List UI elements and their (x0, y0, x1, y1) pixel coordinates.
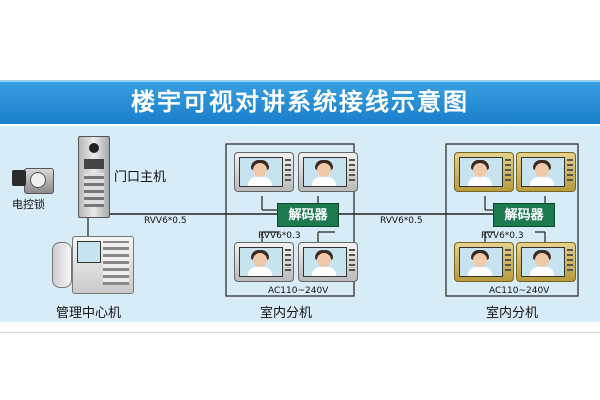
door-station (78, 136, 110, 218)
monitor-buttons-icon (285, 159, 291, 183)
indoor-label-left: 室内分机 (260, 306, 313, 321)
monitor-buttons-icon (505, 159, 511, 183)
decoder-left: 解码器 (277, 203, 339, 227)
diagram-title: 楼宇可视对讲系统接线示意图 (131, 88, 469, 116)
keypad-icon (84, 173, 104, 207)
lock-plate-icon (12, 170, 26, 186)
power-label-right: AC110~240V (489, 286, 550, 296)
indoor-monitor (298, 152, 358, 192)
indoor-monitor (234, 242, 294, 282)
cable-label-main-right: RVV6*0.5 (380, 216, 423, 226)
monitor-buttons-icon (285, 249, 291, 273)
console-body-icon (72, 236, 134, 294)
monitor-screen (521, 247, 565, 277)
monitor-screen (303, 247, 347, 277)
display-icon (84, 159, 104, 169)
indoor-monitor (234, 152, 294, 192)
cable-label-decoder-right: RVV6*0.3 (481, 231, 524, 241)
monitor-screen (459, 157, 503, 187)
monitor-screen (239, 247, 283, 277)
indoor-monitor (298, 242, 358, 282)
electric-lock (10, 162, 54, 194)
indoor-monitor (516, 242, 576, 282)
console-keypad-icon (103, 241, 129, 285)
monitor-screen (459, 247, 503, 277)
management-label: 管理中心机 (56, 306, 122, 321)
handset-icon (52, 242, 72, 288)
cable-label-main-left: RVV6*0.5 (144, 216, 187, 226)
monitor-buttons-icon (505, 249, 511, 273)
monitor-buttons-icon (567, 159, 573, 183)
console-screen-icon (77, 241, 101, 263)
indoor-label-right: 室内分机 (486, 306, 539, 321)
lock-cylinder-icon (30, 172, 46, 188)
camera-icon (89, 143, 99, 153)
door-station-label: 门口主机 (114, 170, 167, 185)
indoor-group-frame-left (225, 143, 355, 297)
monitor-buttons-icon (567, 249, 573, 273)
indoor-monitor (454, 152, 514, 192)
indoor-group-frame-right (445, 143, 579, 297)
monitor-screen (303, 157, 347, 187)
monitor-screen (239, 157, 283, 187)
decoder-right: 解码器 (493, 203, 555, 227)
power-label-left: AC110~240V (268, 286, 329, 296)
monitor-screen (521, 157, 565, 187)
lock-label: 电控锁 (12, 198, 45, 211)
indoor-monitor (516, 152, 576, 192)
title-banner (0, 80, 600, 124)
monitor-buttons-icon (349, 159, 355, 183)
cable-label-decoder-left: RVV6*0.3 (258, 231, 301, 241)
indoor-monitor (454, 242, 514, 282)
divider (0, 332, 600, 333)
management-center (52, 236, 134, 296)
monitor-buttons-icon (349, 249, 355, 273)
